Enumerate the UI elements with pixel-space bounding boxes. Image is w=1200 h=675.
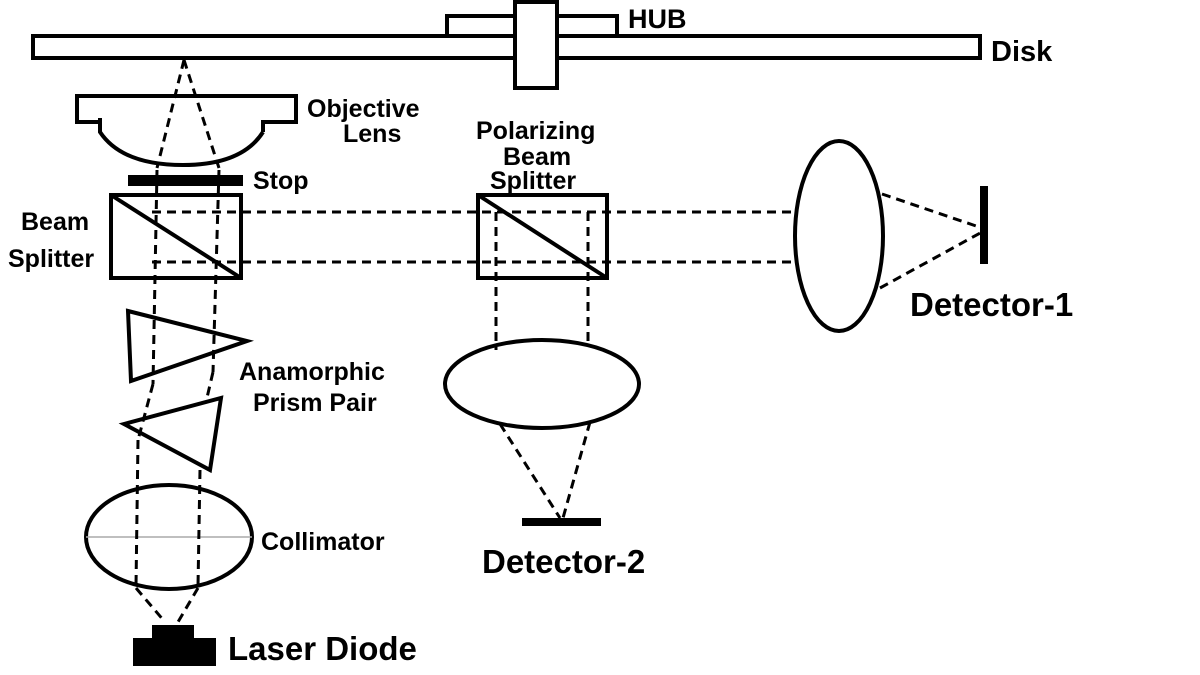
laser-diode-label: Laser Diode bbox=[228, 630, 417, 667]
prism-1 bbox=[125, 308, 254, 384]
laser-diode bbox=[133, 625, 216, 666]
disk-label: Disk bbox=[991, 36, 1053, 68]
anamorphic-label-line1: Anamorphic bbox=[239, 358, 385, 386]
disk bbox=[31, 34, 982, 60]
beam-splitter bbox=[109, 193, 243, 280]
objective-lens-label-line1: Objective bbox=[307, 95, 420, 123]
collimator bbox=[84, 483, 254, 591]
beam-splitter-label-line1: Beam bbox=[21, 208, 89, 236]
pbs-label-line1: Polarizing bbox=[476, 117, 595, 145]
detector-1-lens bbox=[793, 139, 885, 333]
prism-2 bbox=[118, 395, 224, 474]
anamorphic-label-line2: Prism Pair bbox=[253, 389, 377, 417]
anamorphic-prism-pair bbox=[118, 308, 254, 474]
pbs-label-line2: Beam bbox=[503, 143, 571, 171]
polarizing-beam-splitter bbox=[476, 193, 609, 280]
detector-2-label: Detector-2 bbox=[482, 543, 645, 580]
detector-1-label: Detector-1 bbox=[910, 286, 1073, 323]
collimator-label: Collimator bbox=[261, 528, 385, 556]
hub-label: HUB bbox=[628, 4, 687, 34]
detector-1 bbox=[980, 186, 988, 264]
objective-lens bbox=[75, 94, 298, 168]
stop-label: Stop bbox=[253, 167, 309, 195]
beam-paths bbox=[134, 59, 983, 623]
beam-splitter-label-line2: Splitter bbox=[8, 245, 94, 273]
pbs-label-line3: Splitter bbox=[490, 167, 576, 195]
detector-2-lens bbox=[443, 338, 641, 430]
objective-lens-label-line2: Lens bbox=[343, 120, 401, 148]
detector-2 bbox=[522, 518, 601, 526]
stop bbox=[128, 175, 243, 186]
hub-spindle-front bbox=[513, 0, 559, 90]
